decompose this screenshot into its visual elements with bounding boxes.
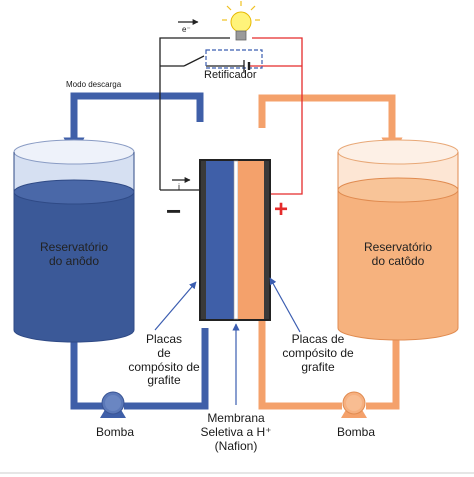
cathode-tank-label: Reservatório do catôdo [338,240,458,269]
cathode-tank [337,139,459,341]
anode-tank-line2: do anôdo [48,253,100,268]
cathode-piping [258,94,403,410]
anode-tank [13,139,135,343]
mode-label: Modo descarga [66,80,122,89]
electron-label: e⁻ [182,25,191,34]
anode-plate [206,161,234,319]
plates-left-line3: compósito de [128,359,200,374]
plates-left-label: Placas de compósito de grafite [112,332,216,388]
pump-left-label: Bomba [96,425,135,439]
membrane-line1: Membrana [207,411,265,425]
cathode-plate [238,161,264,319]
membrane-label: Membrana Seletiva a H⁺ (Nafion) [186,411,286,453]
plates-left-line4: grafite [147,373,181,388]
rectifier-box [205,49,263,69]
plus-sign: + [274,196,289,223]
rectifier-label: Retificador [204,69,257,81]
anode-tank-label: Reservatório do anôdo [14,240,134,269]
switch-icon [183,55,205,67]
pump-icon [341,391,367,418]
pointer-arrows [154,277,301,405]
cell-stack [199,159,271,321]
external-circuit [159,37,303,195]
plates-left-line2: de [157,345,171,360]
battery-icon [243,60,251,72]
pump-icon [100,391,126,418]
anode-piping [63,92,209,410]
membrane-line3: (Nafion) [214,438,258,453]
pump-right-label: Bomba [337,425,376,439]
anode-tank-line1: Reservatório [39,240,109,254]
cathode-tank-line2: do catôdo [371,253,425,268]
plates-left-line1: Placas [145,332,183,346]
current-label: i [178,182,180,192]
plates-right-line1: Placas de [291,332,345,346]
plates-right-line2: compósito de [282,345,354,360]
lightbulb-icon [222,1,260,41]
plates-right-line3: grafite [301,359,335,374]
cathode-tank-line1: Reservatório [363,240,433,254]
membrane [233,160,239,320]
membrane-line2: Seletiva a H⁺ [200,424,272,439]
plates-right-label: Placas de compósito de grafite [266,332,370,374]
minus-sign: − [166,196,182,226]
